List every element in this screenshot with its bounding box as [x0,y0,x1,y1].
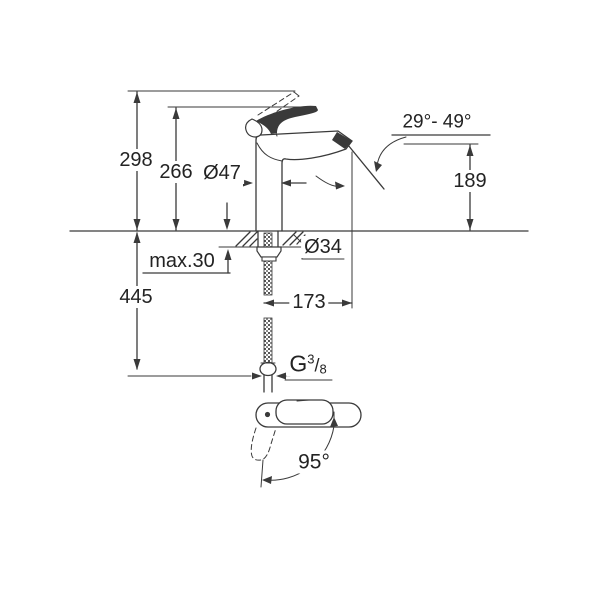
spout-height-label: 189 [450,170,490,192]
mounting-nut [256,246,282,258]
dimension-189 [403,143,479,231]
thread-denominator: 8 [319,361,327,377]
handle-rotated-dashed [250,427,277,461]
mounting-deck-section [69,230,529,393]
thread-size-label: G3/8 [286,350,330,377]
max-thickness-label: max.30 [146,250,218,272]
thread-numerator: 3 [307,351,315,367]
thread-prefix: G [289,350,308,377]
overall-height-label: 298 [116,149,156,171]
lever-handle [256,105,318,134]
dimension-body-diameter [239,175,345,190]
lever-raised-dashed [257,91,300,122]
hole-diameter-label: Ø34 [301,236,345,258]
dimension-max-thickness [142,202,232,274]
water-stream-line [347,144,385,190]
handle-lever-top-view [275,399,334,425]
body-diameter-label: Ø47 [200,162,244,184]
handle-swivel-angle-label: 95° [295,450,333,474]
hose-length-label: 445 [116,286,156,308]
handle-pivot-dot [264,411,271,418]
spout-angle-label: 29°- 49° [399,111,475,133]
thread-slash: / [314,355,320,376]
threaded-rod-lower [263,317,273,364]
threaded-rod-upper [263,232,273,296]
aerator-tip [332,132,352,149]
hose-end-nut [259,361,277,377]
dimension-spout-angle [347,134,491,190]
faucet-side-view [245,91,353,232]
dimension-173 [263,151,353,309]
spout-projection-label: 173 [289,291,329,313]
handle-top-view [250,399,362,488]
lever-height-label: 266 [156,161,196,183]
